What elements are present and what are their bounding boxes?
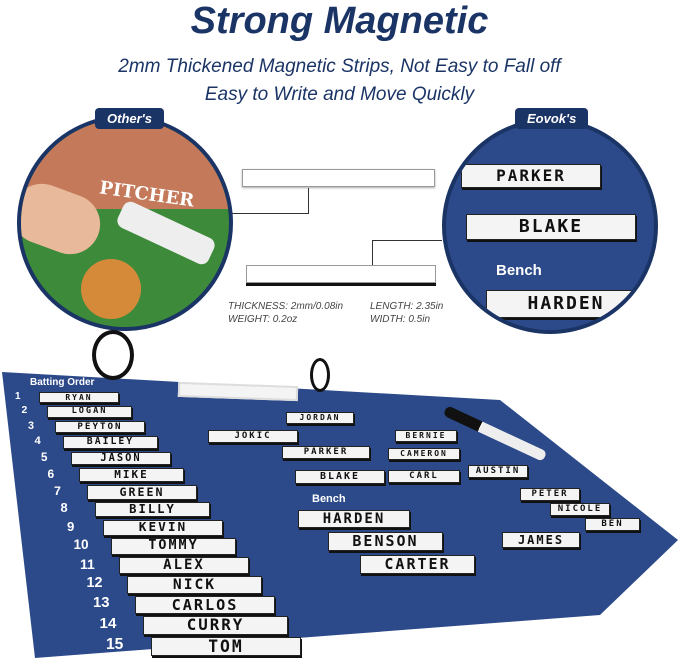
batting-number: 10 — [73, 537, 89, 553]
batting-order-title: Batting Order — [30, 377, 95, 388]
batting-magnet[interactable]: CURRY — [143, 616, 288, 636]
position-magnet[interactable]: CAMERON — [388, 448, 460, 460]
batting-number: 8 — [60, 500, 68, 516]
connector-line — [232, 213, 309, 214]
batting-number: 13 — [93, 595, 110, 611]
eovoks-label: Eovok's — [515, 108, 589, 129]
batting-magnet[interactable]: PEYTON — [55, 421, 145, 434]
position-magnet[interactable]: BEN — [585, 518, 640, 531]
batting-number: 3 — [28, 420, 35, 432]
spec-thickness: THICKNESS: 2mm/0.08in — [228, 301, 344, 312]
batting-magnet[interactable]: BAILEY — [63, 436, 158, 450]
batting-magnet[interactable]: TOM — [151, 637, 301, 657]
batting-number: 14 — [99, 615, 117, 633]
batting-magnet[interactable]: RYAN — [39, 392, 119, 403]
batting-magnet[interactable]: TOMMY — [111, 538, 236, 555]
ring-right — [310, 358, 330, 392]
batting-number: 12 — [86, 575, 103, 592]
position-magnet[interactable]: BENSON — [328, 532, 443, 551]
position-magnet[interactable]: CARTER — [360, 555, 475, 574]
batting-magnet[interactable]: KEVIN — [103, 520, 223, 536]
others-label: Other's — [95, 108, 164, 129]
mound — [81, 259, 141, 319]
spec-length: LENGTH: 2.35in — [370, 301, 444, 312]
batting-number: 11 — [80, 556, 95, 572]
subtitle-2: Easy to Write and Move Quickly — [204, 84, 475, 105]
zoom-bench-label: Bench — [496, 262, 542, 279]
thin-strip — [242, 169, 435, 187]
position-magnet[interactable]: PETER — [520, 488, 580, 501]
page-title: Strong Magnetic — [190, 0, 489, 42]
ring-left — [92, 330, 134, 380]
batting-magnet[interactable]: NICK — [127, 576, 262, 594]
batting-magnet[interactable]: BILLY — [95, 502, 210, 518]
eovoks-zoom-circle: PARKER BLAKE Bench HARDEN — [442, 118, 658, 334]
subtitle-1: 2mm Thickened Magnetic Strips, Not Easy … — [118, 56, 561, 77]
batting-number: 15 — [106, 636, 124, 653]
batting-number: 7 — [54, 484, 61, 498]
bench-label: Bench — [312, 493, 346, 505]
zoom-magnet: BLAKE — [466, 214, 636, 240]
connector-line — [308, 188, 309, 214]
batting-number: 6 — [47, 467, 55, 482]
position-magnet[interactable]: JOKIC — [208, 430, 298, 443]
connector-line — [372, 240, 373, 265]
peeling-strip — [114, 199, 218, 267]
thick-strip — [246, 265, 436, 283]
batting-magnet[interactable]: JASON — [71, 452, 171, 466]
position-magnet[interactable]: NICOLE — [550, 503, 610, 516]
batting-number: 4 — [34, 435, 41, 448]
position-magnet[interactable]: BLAKE — [295, 470, 385, 484]
position-magnet[interactable]: PARKER — [282, 446, 370, 459]
spec-weight: WEIGHT: 0.2oz — [228, 314, 298, 325]
position-magnet[interactable]: JAMES — [502, 532, 580, 548]
zoom-magnet: HARDEN — [486, 290, 646, 318]
zoom-magnet: PARKER — [461, 164, 601, 188]
position-magnet[interactable]: AUSTIN — [468, 465, 528, 478]
batting-number: 9 — [67, 519, 75, 534]
batting-magnet[interactable]: LOGAN — [47, 406, 132, 418]
connector-line — [372, 240, 442, 241]
batting-number: 1 — [15, 391, 21, 402]
batting-number: 5 — [41, 451, 48, 464]
spec-width: WIDTH: 0.5in — [370, 314, 431, 325]
position-magnet[interactable]: CARL — [388, 470, 460, 483]
batting-magnet[interactable]: CARLOS — [135, 596, 275, 615]
position-magnet[interactable]: JORDAN — [286, 412, 354, 424]
batting-magnet[interactable]: ALEX — [119, 557, 249, 574]
batting-magnet[interactable]: MIKE — [79, 468, 184, 483]
position-magnet[interactable]: HARDEN — [298, 510, 410, 528]
batting-magnet[interactable]: GREEN — [87, 485, 197, 500]
others-zoom-circle: PITCHER — [17, 115, 233, 331]
batting-number: 2 — [21, 405, 28, 417]
position-magnet[interactable]: BERNIE — [395, 430, 457, 442]
